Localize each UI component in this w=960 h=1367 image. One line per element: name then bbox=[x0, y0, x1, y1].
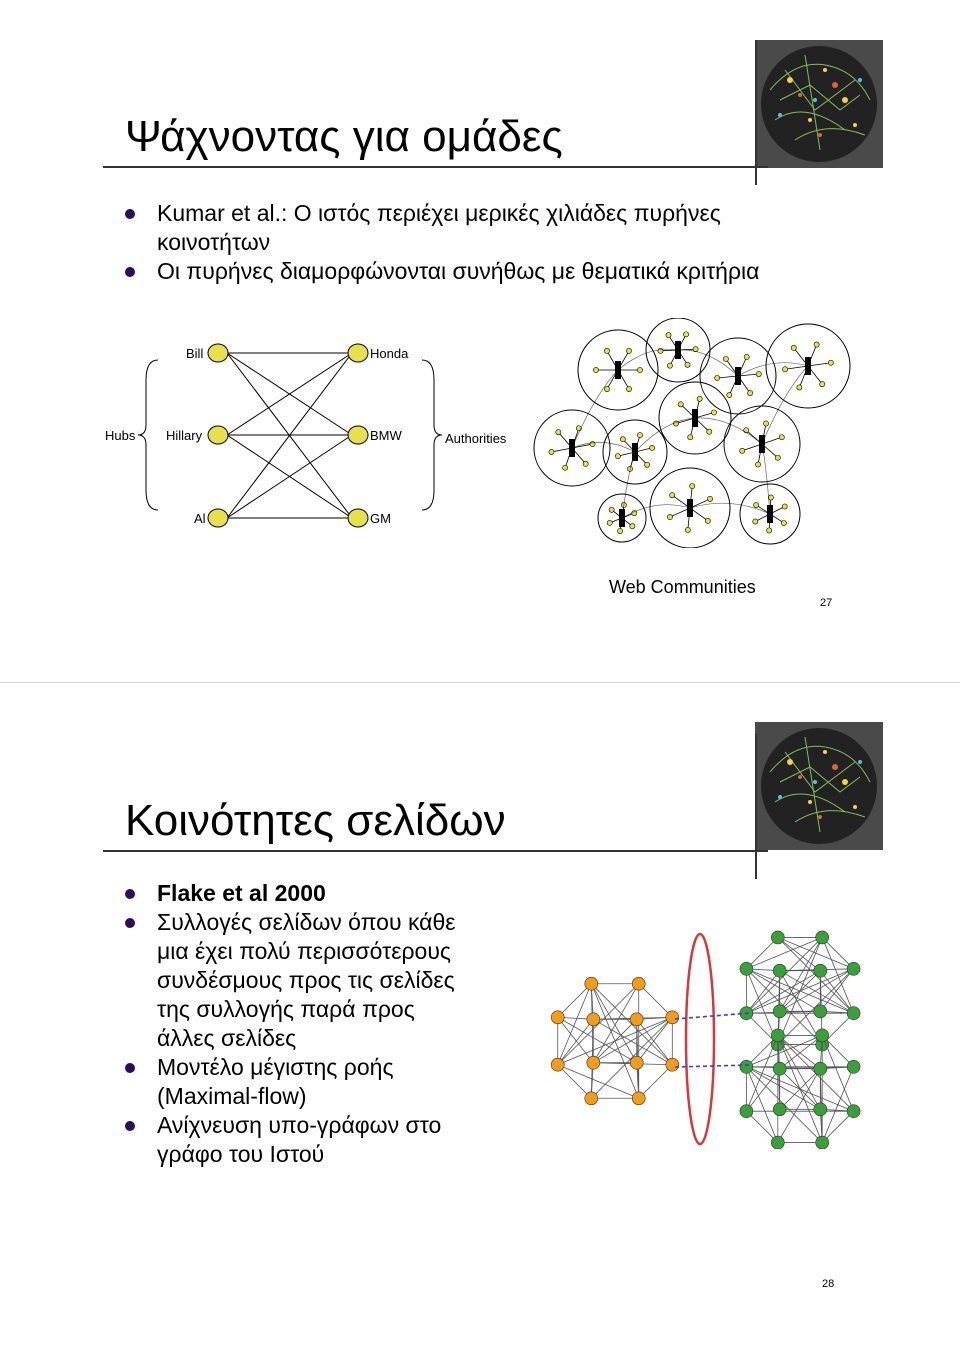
authority-node bbox=[348, 344, 368, 362]
graph-node bbox=[771, 1029, 784, 1042]
bullet-item: Μοντέλο μέγιστης ροής (Maximal-flow) bbox=[125, 1053, 470, 1111]
graph-node bbox=[585, 977, 598, 990]
authority-node bbox=[348, 509, 368, 527]
hub-node bbox=[208, 509, 228, 527]
green-cluster-bottom bbox=[740, 1029, 860, 1149]
page-title: Ψάχνοντας για ομάδες bbox=[125, 112, 563, 162]
graph-node bbox=[666, 1011, 679, 1024]
bullet-item: Kumar et al.: Ο ιστός περιέχει μερικές χ… bbox=[125, 199, 805, 257]
graph-node bbox=[632, 1092, 645, 1105]
bullet-dot-icon bbox=[125, 267, 135, 277]
max-flow-community-graphic bbox=[545, 929, 875, 1149]
hubs-label: Hubs bbox=[105, 428, 136, 443]
authority-label: BMW bbox=[370, 428, 403, 443]
bullet-dot-icon bbox=[125, 889, 135, 899]
bullet-item: Συλλογές σελίδων όπου κάθε μια έχει πολύ… bbox=[125, 908, 470, 1053]
graph-node bbox=[816, 931, 829, 944]
graph-node bbox=[773, 1005, 786, 1018]
page-number: 27 bbox=[820, 597, 832, 609]
graph-node bbox=[773, 964, 786, 977]
graph-node bbox=[587, 1013, 600, 1026]
graph-node bbox=[816, 1136, 829, 1149]
graph-node bbox=[551, 1058, 564, 1071]
slide-27: Ψάχνοντας για ομάδες Kumar et al.: Ο ιστ… bbox=[0, 0, 960, 683]
graph-node bbox=[847, 1060, 860, 1073]
bullet-item: Οι πυρήνες διαμορφώνονται συνήθως με θεμ… bbox=[125, 257, 805, 286]
globe-graphic bbox=[755, 722, 883, 850]
graph-node bbox=[773, 1062, 786, 1075]
hub-label: Hillary bbox=[166, 428, 203, 443]
graph-node bbox=[740, 962, 753, 975]
web-communities-label: Web Communities bbox=[609, 577, 756, 598]
bullet-list: Kumar et al.: Ο ιστός περιέχει μερικές χ… bbox=[125, 199, 805, 286]
web-communities-graphic bbox=[530, 318, 860, 548]
authorities-brace bbox=[422, 360, 442, 510]
bullet-dot-icon bbox=[125, 209, 135, 219]
graph-node bbox=[632, 977, 645, 990]
graph-node bbox=[740, 1060, 753, 1073]
bullet-dot-icon bbox=[125, 1063, 135, 1073]
authority-label: GM bbox=[370, 511, 391, 526]
hubs-authorities-diagram: Bill Hillary Al Honda BMW GM Hubs Author… bbox=[100, 330, 540, 540]
title-underline bbox=[103, 850, 768, 852]
bullet-dot-icon bbox=[125, 918, 135, 928]
authority-label: Honda bbox=[370, 346, 409, 361]
community-link bbox=[738, 363, 808, 376]
title-vertical-rule bbox=[755, 734, 757, 879]
hub-node bbox=[208, 426, 228, 444]
graph-node bbox=[587, 1056, 600, 1069]
title-underline bbox=[103, 166, 768, 168]
page-title: Κοινότητες σελίδων bbox=[125, 796, 506, 846]
graph-node bbox=[816, 1029, 829, 1042]
authority-node bbox=[348, 426, 368, 444]
page-divider bbox=[0, 682, 960, 683]
hub-node bbox=[208, 344, 228, 362]
community-link bbox=[635, 418, 695, 452]
green-cluster-top bbox=[740, 931, 860, 1051]
bullet-dot-icon bbox=[125, 1121, 135, 1131]
graph-node bbox=[666, 1058, 679, 1071]
graph-node bbox=[814, 964, 827, 977]
community-link bbox=[622, 452, 635, 518]
graph-node bbox=[740, 1105, 753, 1118]
authorities-label: Authorities bbox=[445, 431, 507, 446]
graph-node bbox=[630, 1056, 643, 1069]
hub-label: Bill bbox=[186, 346, 203, 361]
bullet-item: Flake et al 2000 bbox=[125, 879, 470, 908]
bullet-item: Ανίχνευση υπο-γράφων στο γράφο του Ιστού bbox=[125, 1111, 470, 1169]
graph-node bbox=[773, 1103, 786, 1116]
community-link bbox=[762, 366, 808, 444]
bullet-list: Flake et al 2000 Συλλογές σελίδων όπου κ… bbox=[125, 879, 470, 1169]
graph-node bbox=[847, 962, 860, 975]
graph-node bbox=[814, 1005, 827, 1018]
graph-node bbox=[551, 1011, 564, 1024]
globe-graphic bbox=[755, 40, 883, 168]
slide-28: Κοινότητες σελίδων Flake et al 2000 Συλλ… bbox=[0, 684, 960, 1367]
orange-cluster bbox=[551, 977, 679, 1105]
page-number: 28 bbox=[822, 1278, 834, 1290]
graph-node bbox=[771, 1136, 784, 1149]
hubs-brace bbox=[138, 360, 158, 510]
hub-label: Al bbox=[194, 511, 206, 526]
graph-node bbox=[814, 1103, 827, 1116]
graph-node bbox=[585, 1092, 598, 1105]
graph-node bbox=[630, 1013, 643, 1026]
graph-node bbox=[847, 1105, 860, 1118]
graph-node bbox=[814, 1062, 827, 1075]
graph-node bbox=[847, 1007, 860, 1020]
community-link bbox=[762, 444, 770, 514]
title-vertical-rule bbox=[755, 40, 757, 185]
cut-ellipse bbox=[686, 934, 714, 1144]
graph-node bbox=[771, 931, 784, 944]
